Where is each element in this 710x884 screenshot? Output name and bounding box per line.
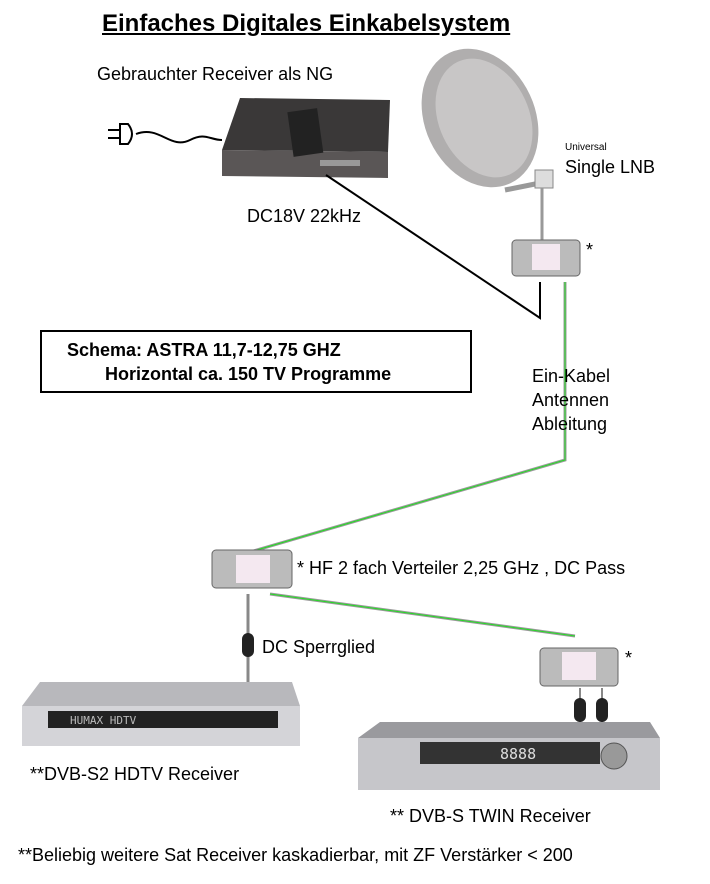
receiver1-label: **DVB-S2 HDTV Receiver: [30, 764, 240, 784]
schema-box: [40, 330, 472, 393]
satellite-dish-image: [421, 48, 554, 240]
used-receiver-image: [222, 98, 390, 178]
twin-receiver-image: 8888: [358, 722, 660, 790]
footer-note: **Beliebig weitere Sat Receiver kaskadie…: [18, 845, 573, 865]
cable-line2: Antennen: [532, 390, 610, 410]
svg-text:HUMAX HDTV: HUMAX HDTV: [70, 714, 137, 727]
receiver-ng-label: Gebrauchter Receiver als NG: [97, 64, 334, 84]
cable-line1: Ein-Kabel: [532, 366, 611, 386]
splitter-2: [211, 549, 293, 589]
svg-text:8888: 8888: [500, 745, 536, 763]
splitter-1-star: *: [586, 240, 594, 260]
cable-line3: Ableitung: [532, 414, 608, 434]
power-plug-icon: [108, 123, 223, 145]
splitter-3-star: *: [625, 648, 633, 668]
hdtv-receiver-image: HUMAX HDTV: [22, 682, 300, 746]
splitter-label: * HF 2 fach Verteiler 2,25 GHz , DC Pass: [297, 558, 626, 578]
coax-cable: [249, 282, 567, 554]
schema-line1: Schema: ASTRA 11,7-12,75 GHZ: [67, 340, 341, 360]
dc-block-label: DC Sperrglied: [262, 637, 376, 657]
dc-label: DC18V 22kHz: [247, 206, 362, 226]
receiver2-label: ** DVB-S TWIN Receiver: [390, 806, 591, 826]
schema-line2: Horizontal ca. 150 TV Programme: [105, 364, 392, 384]
lnb-small-label: Universal: [565, 142, 607, 153]
lnb-label: Single LNB: [565, 157, 656, 177]
splitter-3: [539, 647, 619, 687]
dc-cable: [325, 174, 541, 320]
dc-block-icon: [242, 633, 254, 657]
title: Einfaches Digitales Einkabelsystem: [102, 10, 511, 37]
splitter-1: [511, 239, 581, 277]
